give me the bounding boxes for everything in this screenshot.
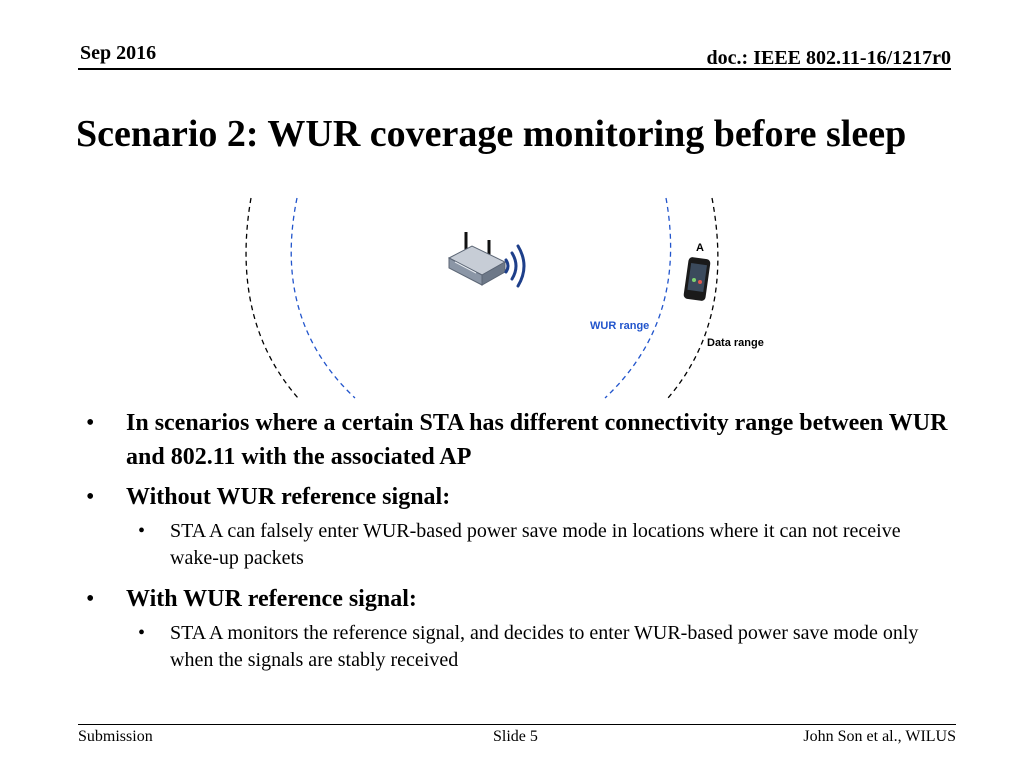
data-range-arc-right bbox=[667, 197, 719, 399]
data-range-arc-left bbox=[245, 197, 299, 399]
bullet-item: With WUR reference signal: bbox=[84, 582, 954, 616]
smartphone-icon bbox=[683, 257, 711, 301]
footer-authors: John Son et al., WILUS bbox=[803, 728, 956, 745]
wur-range-arc-left bbox=[290, 197, 356, 399]
sta-a-label: A bbox=[696, 242, 704, 254]
sub-bullet-item: STA A monitors the reference signal, and… bbox=[84, 620, 954, 674]
wur-range-label: WUR range bbox=[590, 320, 649, 332]
footer-submission: Submission bbox=[78, 728, 153, 745]
bullet-item: Without WUR reference signal: bbox=[84, 480, 954, 514]
sub-bullet-item: STA A can falsely enter WUR-based power … bbox=[84, 518, 954, 572]
footer-divider bbox=[78, 724, 956, 725]
footer-slide-number: Slide 5 bbox=[493, 728, 538, 745]
wireless-signal-icon bbox=[504, 244, 526, 288]
data-range-label: Data range bbox=[707, 337, 764, 349]
header-doc-id: doc.: IEEE 802.11-16/1217r0 bbox=[706, 47, 951, 69]
header-divider bbox=[78, 68, 951, 70]
access-point-icon bbox=[447, 232, 507, 286]
bullet-list: In scenarios where a certain STA has dif… bbox=[84, 406, 954, 684]
header-date: Sep 2016 bbox=[80, 42, 157, 64]
bullet-item: In scenarios where a certain STA has dif… bbox=[84, 406, 954, 474]
slide-title: Scenario 2: WUR coverage monitoring befo… bbox=[76, 113, 907, 155]
wur-range-arc-right bbox=[604, 197, 672, 399]
